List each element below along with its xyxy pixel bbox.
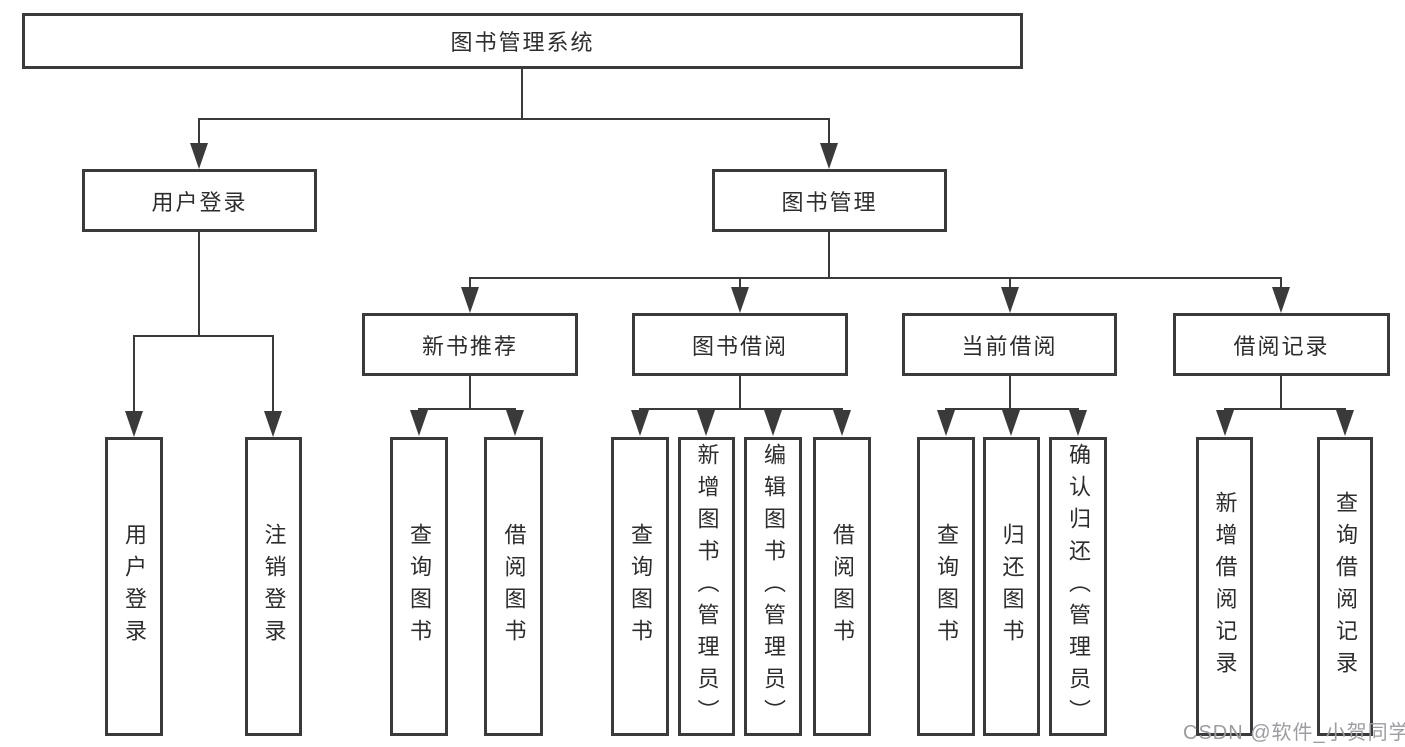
arrow-down-icon <box>506 410 524 436</box>
connector-book-management-down <box>828 232 830 277</box>
leaf-borrowing-borrow-books: 借阅图书 <box>813 437 871 736</box>
connector-root-stem <box>521 69 523 118</box>
arrow-down-icon <box>1272 287 1290 313</box>
connector-bookborrow-bus <box>639 408 843 410</box>
node-user-login: 用户登录 <box>82 169 317 232</box>
node-label: 用户登录 <box>122 522 147 651</box>
leaf-borrowing-query-books: 查询图书 <box>611 437 669 736</box>
node-label: 新增图书（管理员） <box>694 442 720 731</box>
arrow-down-icon <box>125 411 143 437</box>
arrow-down-icon <box>631 410 649 436</box>
leaf-borrowing-add-books-admin: 新增图书（管理员） <box>678 437 735 736</box>
connector-newbook-stem <box>469 277 471 289</box>
leaf-logout: 注销登录 <box>245 437 302 736</box>
connector-book-management-stem <box>828 118 830 146</box>
leaf-newbook-borrow-books: 借阅图书 <box>484 437 543 736</box>
connector-user-login-stem <box>198 118 200 146</box>
node-label: 查询图书 <box>628 522 653 651</box>
arrow-down-icon <box>764 410 782 436</box>
leaf-borrowing-edit-books-admin: 编辑图书（管理员） <box>744 437 802 736</box>
arrow-down-icon <box>731 287 749 313</box>
node-label: 编辑图书（管理员） <box>761 442 786 731</box>
connector-currentborrow-stem <box>1009 277 1011 289</box>
connector-currentborrow-bus <box>945 408 1079 410</box>
node-library-management-system: 图书管理系统 <box>22 13 1023 69</box>
arrow-down-icon <box>1002 410 1020 436</box>
connector-borrowrecords-stem <box>1280 277 1282 289</box>
connector-currentborrow-down <box>1009 376 1011 408</box>
arrow-down-icon <box>461 287 479 313</box>
node-label: 图书管理系统 <box>450 30 595 55</box>
connector-logout-leaf-stem <box>272 335 274 411</box>
node-label: 当前借阅 <box>961 333 1058 359</box>
node-label: 归还图书 <box>999 522 1025 651</box>
leaf-records-add-record: 新增借阅记录 <box>1196 437 1253 736</box>
arrow-down-icon <box>1069 410 1087 436</box>
node-current-borrowing: 当前借阅 <box>902 313 1117 376</box>
arrow-down-icon <box>820 143 838 169</box>
node-book-management: 图书管理 <box>712 169 947 232</box>
node-label: 注销登录 <box>261 522 287 651</box>
leaf-newbook-query-books: 查询图书 <box>390 437 448 736</box>
node-new-book-recommendation: 新书推荐 <box>362 313 578 376</box>
node-label: 借阅记录 <box>1233 333 1330 359</box>
leaf-current-confirm-return-admin: 确认归还（管理员） <box>1049 437 1107 736</box>
arrow-down-icon <box>1216 410 1234 436</box>
connector-book-management-bus <box>469 277 1281 279</box>
leaf-records-query-record: 查询借阅记录 <box>1317 437 1373 736</box>
arrow-down-icon <box>833 410 851 436</box>
arrow-down-icon <box>697 410 715 436</box>
node-book-borrowing: 图书借阅 <box>632 313 848 376</box>
node-borrowing-records: 借阅记录 <box>1173 313 1390 376</box>
node-label: 新书推荐 <box>421 333 518 359</box>
connector-user-login-down <box>198 232 200 335</box>
connector-bookborrow-stem <box>739 277 741 289</box>
connector-newbook-down <box>469 376 471 408</box>
connector-user-login-bus <box>133 335 274 337</box>
leaf-current-return-books: 归还图书 <box>983 437 1040 736</box>
node-label: 新增借阅记录 <box>1212 490 1238 683</box>
node-label: 查询图书 <box>934 522 959 651</box>
node-label: 图书借阅 <box>691 333 788 359</box>
node-label: 确认归还（管理员） <box>1066 442 1091 731</box>
arrow-down-icon <box>937 410 955 436</box>
node-label: 查询借阅记录 <box>1333 490 1358 683</box>
node-label: 用户登录 <box>151 189 248 215</box>
arrow-down-icon <box>190 143 208 169</box>
node-label: 查询图书 <box>407 522 432 651</box>
connector-borrowrecords-down <box>1280 376 1282 408</box>
node-label: 图书管理 <box>781 189 878 215</box>
arrow-down-icon <box>1001 287 1019 313</box>
connector-login-leaf-stem <box>133 335 135 411</box>
connector-borrowrecords-bus <box>1224 408 1346 410</box>
connector-bookborrow-down <box>739 376 741 408</box>
leaf-user-login: 用户登录 <box>105 437 163 736</box>
csdn-watermark: CSDN @软件_小贺同学 <box>1183 722 1405 744</box>
connector-root-bus <box>198 118 830 120</box>
connector-newbook-bus <box>418 408 516 410</box>
node-label: 借阅图书 <box>830 522 855 651</box>
leaf-current-query-books: 查询图书 <box>917 437 975 736</box>
arrow-down-icon <box>410 410 428 436</box>
arrow-down-icon <box>1336 410 1354 436</box>
arrow-down-icon <box>264 411 282 437</box>
node-label: 借阅图书 <box>501 522 527 651</box>
